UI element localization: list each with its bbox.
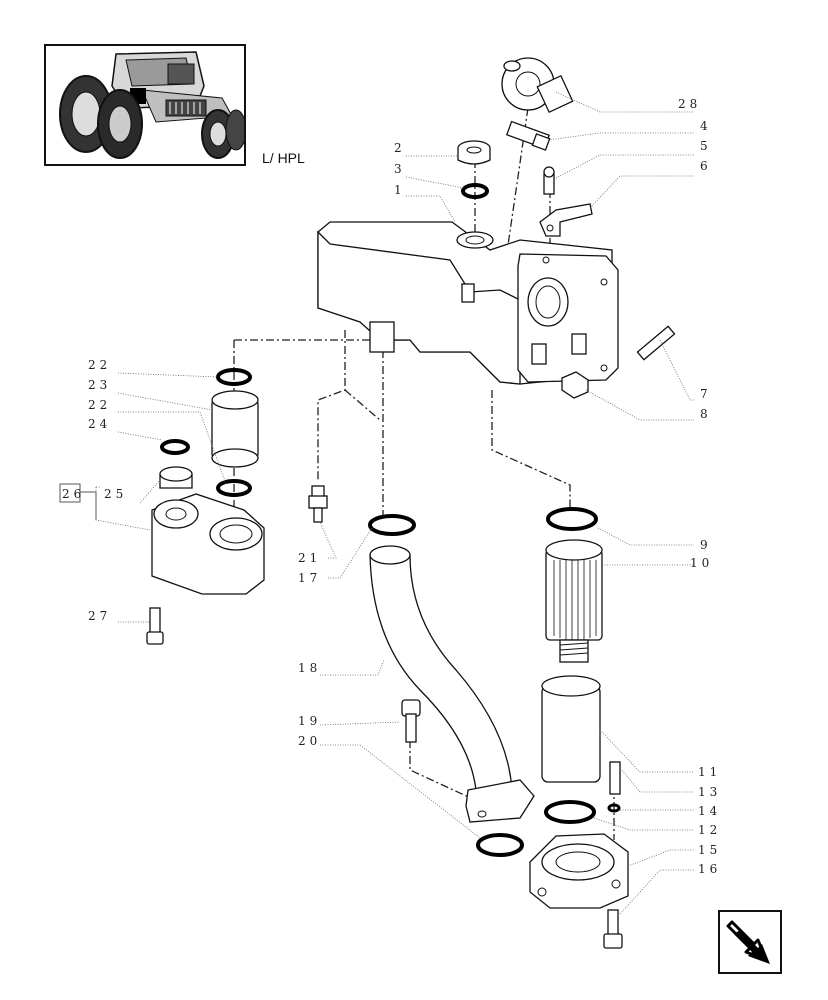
callout-25: 25 [104,487,127,501]
callout-14: 14 [698,804,721,818]
callout-20: 20 [298,734,321,748]
o-ring-22b [216,479,252,497]
pipe-part [369,545,535,823]
callout-labels: 28 4 5 6 2 3 1 7 8 22 23 22 24 26 25 21 … [62,97,721,876]
leader-lines [95,91,694,915]
elbow-housing [151,493,265,595]
callout-22b: 22 [88,398,111,412]
callout-15: 15 [698,843,721,857]
callout-22a: 22 [88,358,111,372]
filter-base [529,833,629,909]
callout-6: 6 [700,159,712,173]
callout-2: 2 [394,141,406,155]
next-page-button[interactable] [718,910,782,974]
bracket-26 [80,491,97,520]
o-ring-20 [476,833,524,857]
bolt-19 [401,699,421,743]
bracket-part [539,203,593,237]
callout-21: 21 [298,551,321,565]
tractor-illustration [46,46,244,164]
callout-13: 13 [698,785,721,799]
variant-label: L/ HPL [262,150,305,166]
plug-part [457,140,491,165]
manifold-body [317,221,619,385]
callout-18: 18 [298,661,321,675]
callout-23: 23 [88,378,111,392]
tractor-thumbnail [44,44,246,166]
washer-14 [607,803,621,813]
callout-12: 12 [698,823,721,837]
callout-19: 19 [298,714,321,728]
callout-17: 17 [298,571,321,585]
sender-part [505,120,551,151]
callout-26: 26 [62,487,85,501]
next-page-arrow-icon [726,920,770,964]
callout-box-26 [59,483,81,503]
nipple-part [543,166,555,195]
stud-13 [609,761,621,795]
nut-part [561,371,589,399]
o-ring-24 [160,439,190,455]
callout-5: 5 [700,139,712,153]
stud-part [636,325,676,361]
callout-4: 4 [700,119,712,133]
callout-10: 10 [690,556,713,570]
o-ring-3 [461,183,489,199]
o-ring-17 [368,514,416,536]
o-ring-12 [544,800,596,824]
sleeve-part [211,390,259,468]
callout-3: 3 [394,162,406,176]
callout-11: 11 [698,765,721,779]
filter-element [545,539,603,663]
callout-8: 8 [700,407,712,421]
callout-9: 9 [700,538,712,552]
adapter-part [159,466,193,489]
filter-bowl [541,675,601,783]
callout-1: 1 [394,183,406,197]
o-ring-9 [546,507,598,531]
callout-24: 24 [88,417,111,431]
plug-21 [308,485,328,523]
callout-27: 27 [88,609,111,623]
callout-16: 16 [698,862,721,876]
callout-28: 28 [678,97,701,111]
bolt-16 [603,909,623,949]
bolt-27 [146,607,164,645]
callout-7: 7 [700,387,712,401]
sensor-part [501,57,574,114]
